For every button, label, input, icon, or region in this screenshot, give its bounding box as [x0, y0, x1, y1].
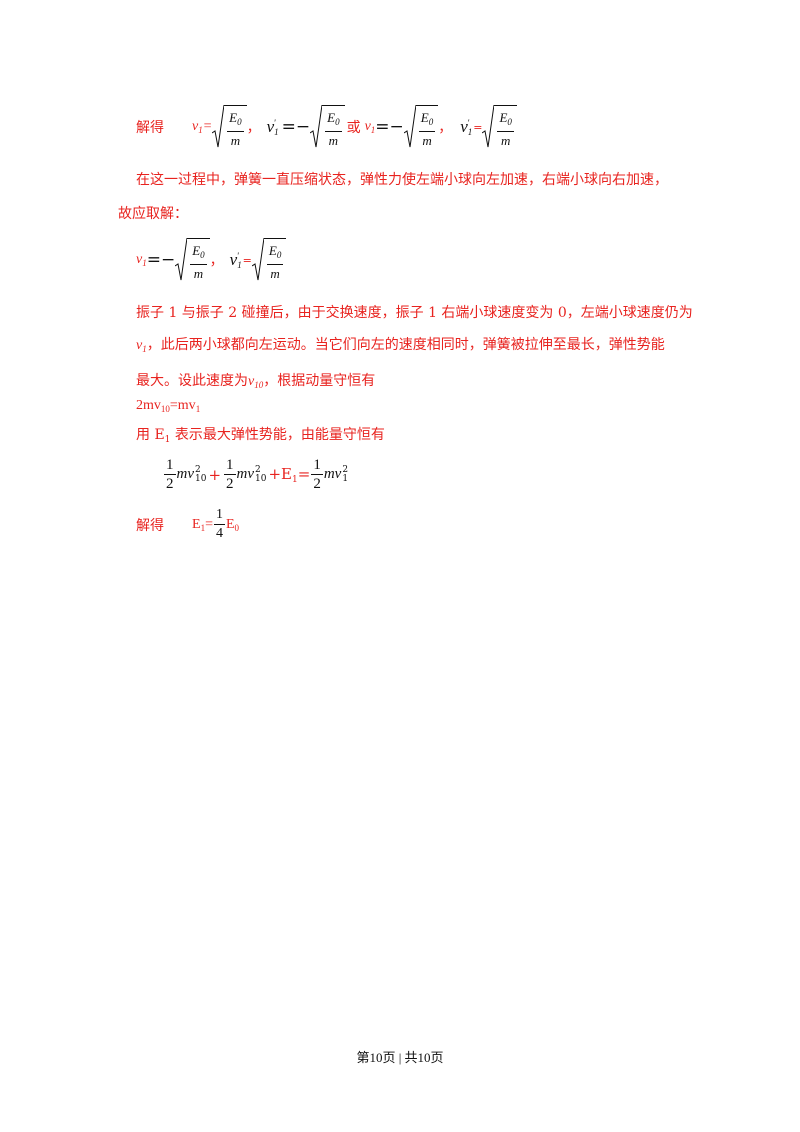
paragraph-line: 最大。设此速度为v10，根据动量守恒有 — [136, 373, 376, 390]
momentum-equation: 2mv10=mv1 — [136, 398, 201, 414]
solve-label: 解得 — [136, 517, 164, 534]
paragraph-line: 故应取解： — [118, 206, 188, 222]
paragraph-line: 振子 1 与振子 2 碰撞后，由于交换速度，振子 1 右端小球速度变为 0，左端… — [136, 305, 693, 321]
v1-symbol: v1= — [192, 119, 213, 135]
paragraph-line: v1，此后两小球都向左运动。当它们向左的速度相同时，弹簧被拉伸至最长，弹性势能 — [136, 337, 665, 354]
page-footer: 第10页 | 共10页 — [356, 1050, 444, 1065]
or-word: 或 — [346, 120, 361, 136]
separator: ， — [438, 120, 453, 136]
paragraph-compression: 在这一过程中，弹簧一直压缩状态，弹性力使左端小球向左加速，右端小球向右加速， — [136, 165, 668, 195]
paragraph-collision: 振子 1 与振子 2 碰撞后，由于交换速度，振子 1 右端小球速度变为 0，左端… — [136, 297, 693, 401]
separator: ， — [246, 120, 261, 136]
solve-label: 解得 — [136, 120, 164, 136]
paragraph-line-2: 故应取解： — [118, 199, 188, 229]
energy-intro: 用 E1 表示最大弹性势能，由能量守恒有 — [136, 427, 385, 445]
v1-prime-symbol: v1' — [266, 117, 279, 137]
paragraph-line: 在这一过程中，弹簧一直压缩状态，弹性力使左端小球向左加速，右端小球向右加速， — [136, 172, 668, 188]
